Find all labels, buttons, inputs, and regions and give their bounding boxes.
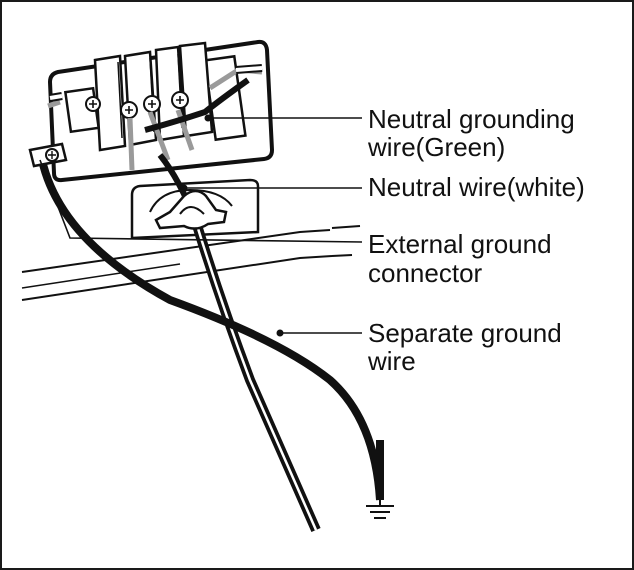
label-separate-ground-line1: Separate ground: [368, 318, 562, 348]
label-separate-ground-line2: wire: [367, 346, 416, 376]
power-cord: [191, 220, 321, 533]
labels: Neutral grounding wire(Green) Neutral wi…: [367, 104, 585, 376]
label-neutral-wire: Neutral wire(white): [368, 172, 585, 202]
leader-external-ground: [39, 159, 363, 243]
screw-icon: [85, 91, 189, 119]
separate-ground-wire: [38, 159, 384, 501]
label-external-ground-line2: connector: [368, 258, 483, 288]
internal-wires: [47, 64, 263, 171]
appliance-base: [21, 225, 361, 301]
cord-clamp: [154, 189, 228, 230]
external-ground-connector: [28, 142, 68, 168]
label-neutral-grounding-line2: wire(Green): [367, 132, 505, 162]
label-external-ground-line1: External ground: [368, 229, 552, 259]
leader-lines: [39, 114, 363, 337]
label-neutral-grounding-line1: Neutral grounding: [368, 104, 575, 134]
ground-symbol-icon: [366, 440, 394, 519]
